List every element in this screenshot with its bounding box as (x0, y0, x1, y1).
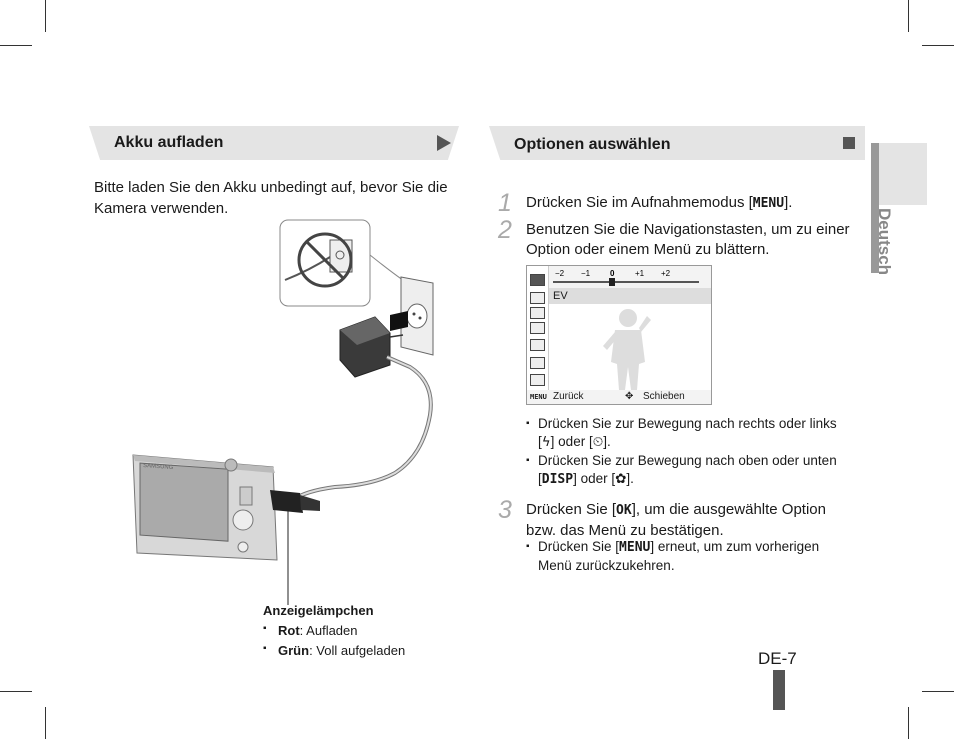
menu-key-icon: MENU (619, 540, 651, 555)
crop-mark (908, 0, 909, 32)
menu-key-icon: MENU (530, 393, 547, 401)
no-plug-inset-icon (279, 219, 411, 307)
crop-mark (908, 707, 909, 739)
timer-icon: ⏲ (592, 434, 604, 450)
step-3-bullet: Drücken Sie [MENU] erneut, um zum vorher… (526, 538, 846, 575)
desc: : Voll aufgeladen (309, 643, 406, 658)
section-title: Optionen auswählen (514, 136, 671, 153)
menu-icon-column (527, 266, 549, 404)
camera-menu-screen: −2 −1 0 +1 +2 EV MENU Zurück ✥ Schieben (526, 265, 712, 405)
crop-mark (0, 691, 32, 692)
flash-icon (530, 374, 545, 386)
language-tab (871, 143, 927, 205)
face-detection-icon (530, 322, 545, 334)
usb-plug-icon (270, 490, 320, 513)
intro-text: Bitte laden Sie den Akku unbedingt auf, … (94, 179, 448, 217)
crop-mark (922, 691, 954, 692)
svg-text:−2: −2 (555, 269, 565, 278)
page-number-bar (773, 670, 785, 710)
metering-icon (530, 357, 545, 369)
charging-illustration: SAMSUNG (132, 219, 434, 605)
svg-text:0: 0 (610, 269, 615, 278)
ev-label: EV (549, 288, 711, 304)
step-text: Drücken Sie [OK], um die ausgewählte Opt… (526, 501, 826, 539)
indicator-red: Rot: Aufladen (263, 623, 358, 638)
white-balance-icon (530, 307, 545, 319)
focus-area-icon (530, 339, 545, 351)
step-2-bullet: Drücken Sie zur Bewegung nach oben oder … (526, 452, 846, 489)
screen-footer: MENU Zurück ✥ Schieben (527, 390, 711, 404)
term: Rot (278, 623, 300, 638)
flash-icon: ϟ (541, 434, 551, 450)
language-tab-bar (871, 143, 879, 273)
power-adapter-icon (339, 311, 408, 378)
disp-key-icon: DISP (541, 472, 574, 487)
step-text: Benutzen Sie die Navigationstasten, um z… (526, 221, 850, 258)
square-icon (843, 137, 855, 149)
step-number: 2 (498, 216, 512, 244)
indicator-caption-title: Anzeigelämpchen (263, 603, 374, 618)
ev-icon (530, 274, 545, 286)
ok-key-icon: OK (616, 503, 632, 518)
svg-text:−1: −1 (581, 269, 591, 278)
move-label: Schieben (643, 391, 685, 402)
svg-text:+2: +2 (661, 269, 671, 278)
section-header-options: Optionen auswählen (489, 126, 865, 160)
crop-mark (922, 45, 954, 46)
step-number: 3 (498, 496, 512, 524)
step-text: Drücken Sie im Aufnahmemodus [MENU]. (526, 194, 793, 211)
camera-brand: SAMSUNG (143, 463, 174, 471)
svg-text:+1: +1 (635, 269, 645, 278)
person-silhouette-icon (603, 309, 651, 390)
page-number: DE-7 (758, 649, 797, 668)
ev-scale: −2 −1 0 +1 +2 (549, 266, 711, 288)
step-number: 1 (498, 189, 512, 217)
indicator-green: Grün: Voll aufgeladen (263, 643, 405, 658)
camera-icon (132, 454, 278, 561)
term: Grün (278, 643, 310, 658)
crop-mark (45, 0, 46, 32)
iso-icon (530, 292, 545, 304)
crop-mark (0, 45, 32, 46)
section-title: Akku aufladen (114, 134, 224, 151)
language-label: Deutsch (875, 208, 894, 276)
menu-key-icon: MENU (752, 196, 785, 211)
desc: : Aufladen (299, 623, 358, 638)
triangle-right-icon (437, 135, 451, 151)
section-header-charging: Akku aufladen (89, 126, 459, 160)
step-2-bullet: Drücken Sie zur Bewegung nach rechts ode… (526, 415, 846, 451)
back-label: Zurück (553, 391, 584, 402)
move-icon: ✥ (625, 391, 634, 402)
crop-mark (45, 707, 46, 739)
macro-icon: ✿ (615, 471, 627, 487)
